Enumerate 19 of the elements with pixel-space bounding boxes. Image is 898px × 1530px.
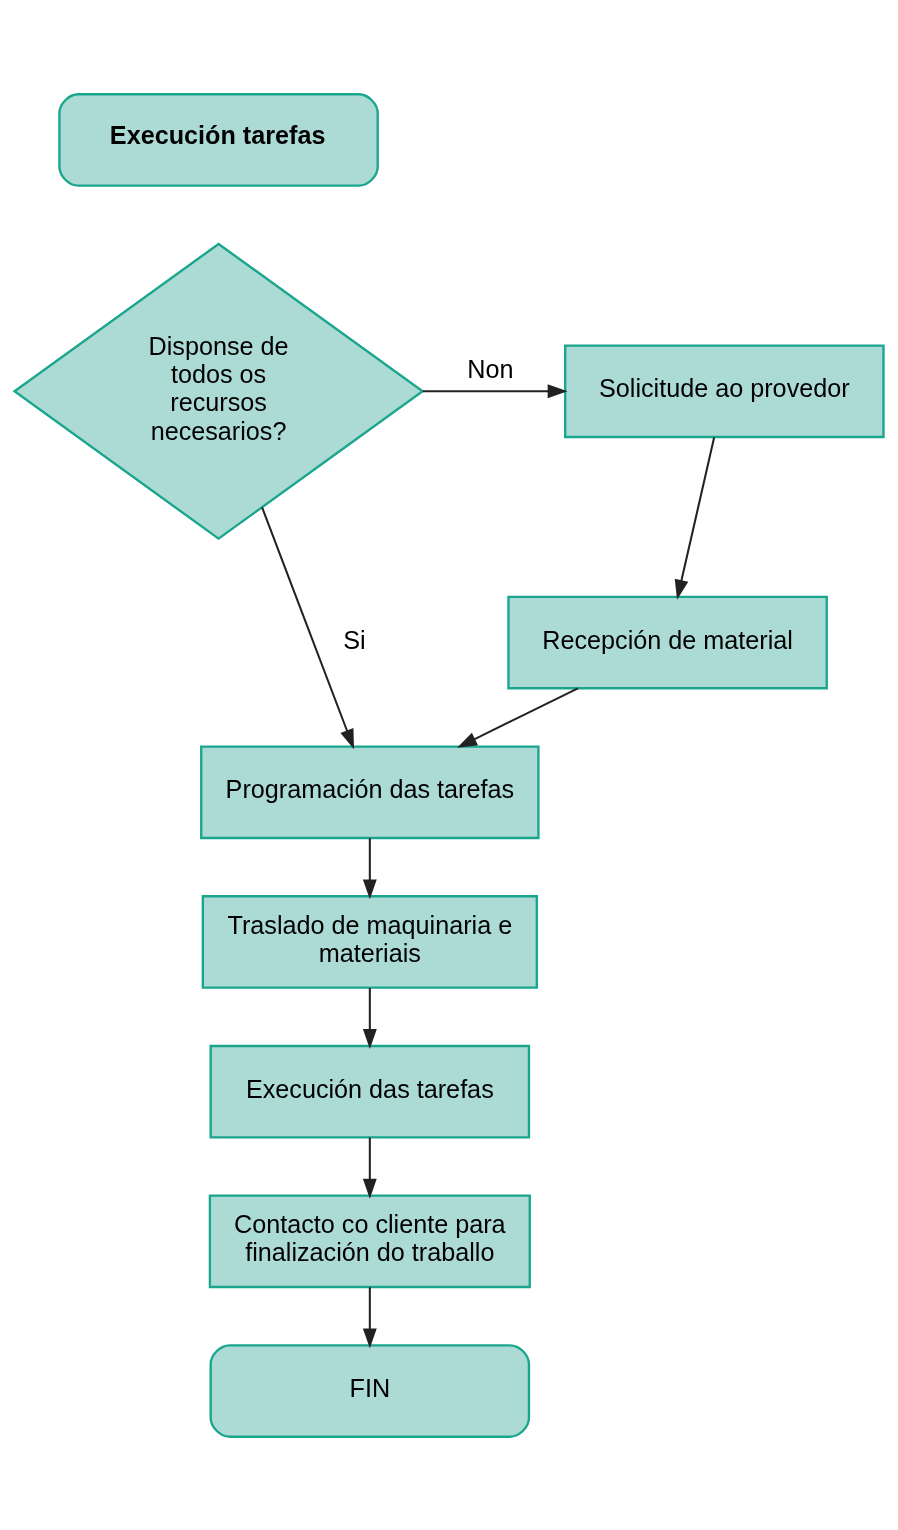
arrow [674,436,716,600]
arrow [362,837,377,899]
arrow [261,506,355,749]
node-box: Traslado de maquinaria e materiais [201,894,538,989]
edge-label: Non [467,354,514,383]
arrow [362,1286,377,1348]
node-box: FIN [209,1343,531,1438]
node-box: Execución tarefas [58,92,379,187]
arrow [362,1137,377,1199]
arrow [422,383,568,398]
arrow [362,987,377,1049]
edge-label: Si [343,625,366,654]
node-box: Programación das tarefas [200,744,540,839]
arrow [457,686,579,748]
node-box: Recepción de material [507,595,828,689]
node-diamond: Disponse de todos os recursos necesarios? [12,242,425,540]
node-box: Contacto co cliente para finalización do traballo [208,1193,531,1288]
node-box: Execución das tarefas [209,1044,531,1138]
node-box: Solicitude ao provedor [564,343,885,438]
